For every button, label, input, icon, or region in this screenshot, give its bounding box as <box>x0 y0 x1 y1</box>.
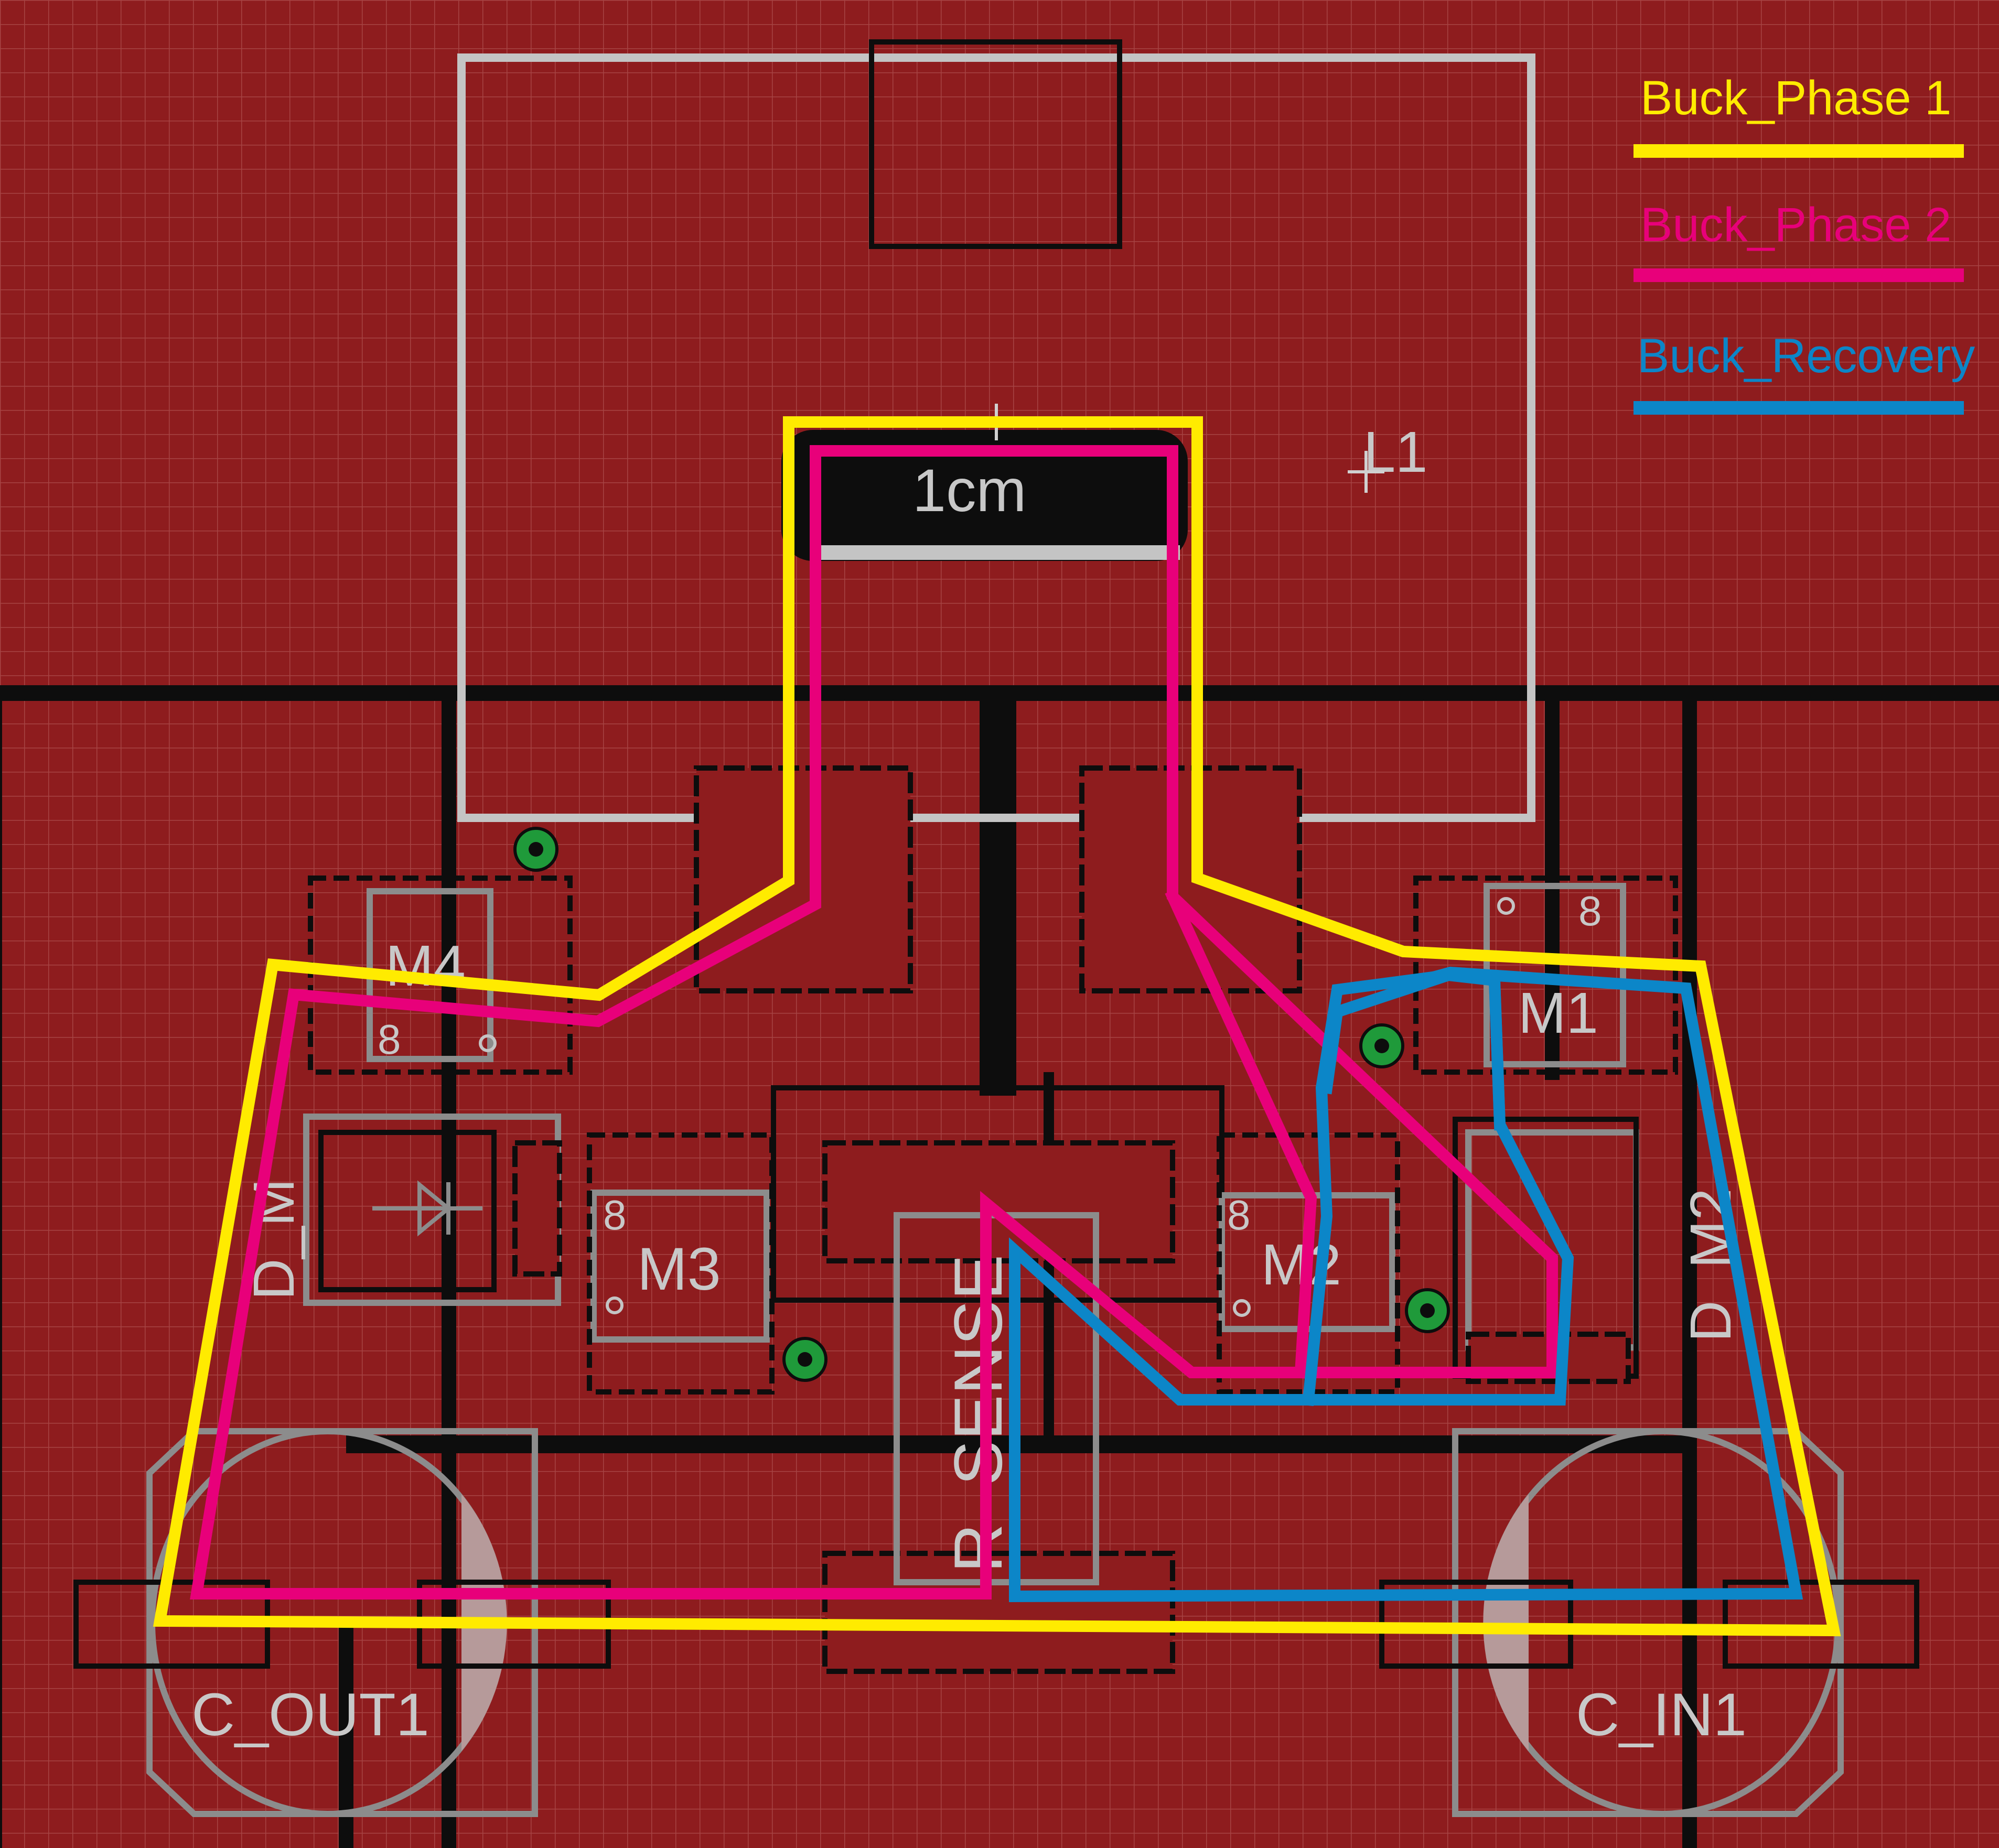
legend-recovery-swatch <box>1633 401 1964 415</box>
legend-phase1-swatch <box>1633 144 1964 158</box>
c-out1-label: C_OUT1 <box>191 1681 429 1748</box>
inductor-label: L1 <box>1363 420 1427 484</box>
legend-phase1-label: Buck_Phase 1 <box>1640 71 1951 125</box>
legend-phase2-swatch <box>1633 268 1964 282</box>
scale-label: 1cm <box>912 457 1026 524</box>
legend-recovery-label: Buck_Recovery <box>1637 329 1975 383</box>
m1-label: M1 <box>1518 981 1598 1045</box>
buck-recovery-top <box>1320 968 1456 1095</box>
rsense-label: R_SENSE <box>940 1255 1016 1573</box>
m1-pin: 8 <box>1578 888 1602 934</box>
buck-phase-1-loop <box>153 416 1841 1637</box>
c-in1-label: C_IN1 <box>1576 1681 1747 1748</box>
inductor-l1: L1 1cm <box>457 39 1535 822</box>
rsense-pad-top <box>822 1140 1175 1263</box>
legend: Buck_Phase 1 Buck_Phase 2 Buck_Recovery <box>1633 71 1975 415</box>
l1-pad-right <box>1079 765 1302 993</box>
legend-phase2-label: Buck_Phase 2 <box>1640 198 1951 252</box>
m4-pin: 8 <box>378 1016 401 1063</box>
m3-pin: 8 <box>603 1192 627 1238</box>
m3-label: M3 <box>637 1236 721 1303</box>
buck-phase-2-branch <box>1165 889 1317 1379</box>
m4-label: M4 <box>385 934 466 998</box>
m2-pin: 8 <box>1227 1192 1251 1238</box>
rsense-pad-bottom <box>822 1551 1175 1674</box>
mosfet-m3: M3 8 <box>587 1132 775 1395</box>
mosfet-m4: M4 8 <box>308 876 573 1075</box>
